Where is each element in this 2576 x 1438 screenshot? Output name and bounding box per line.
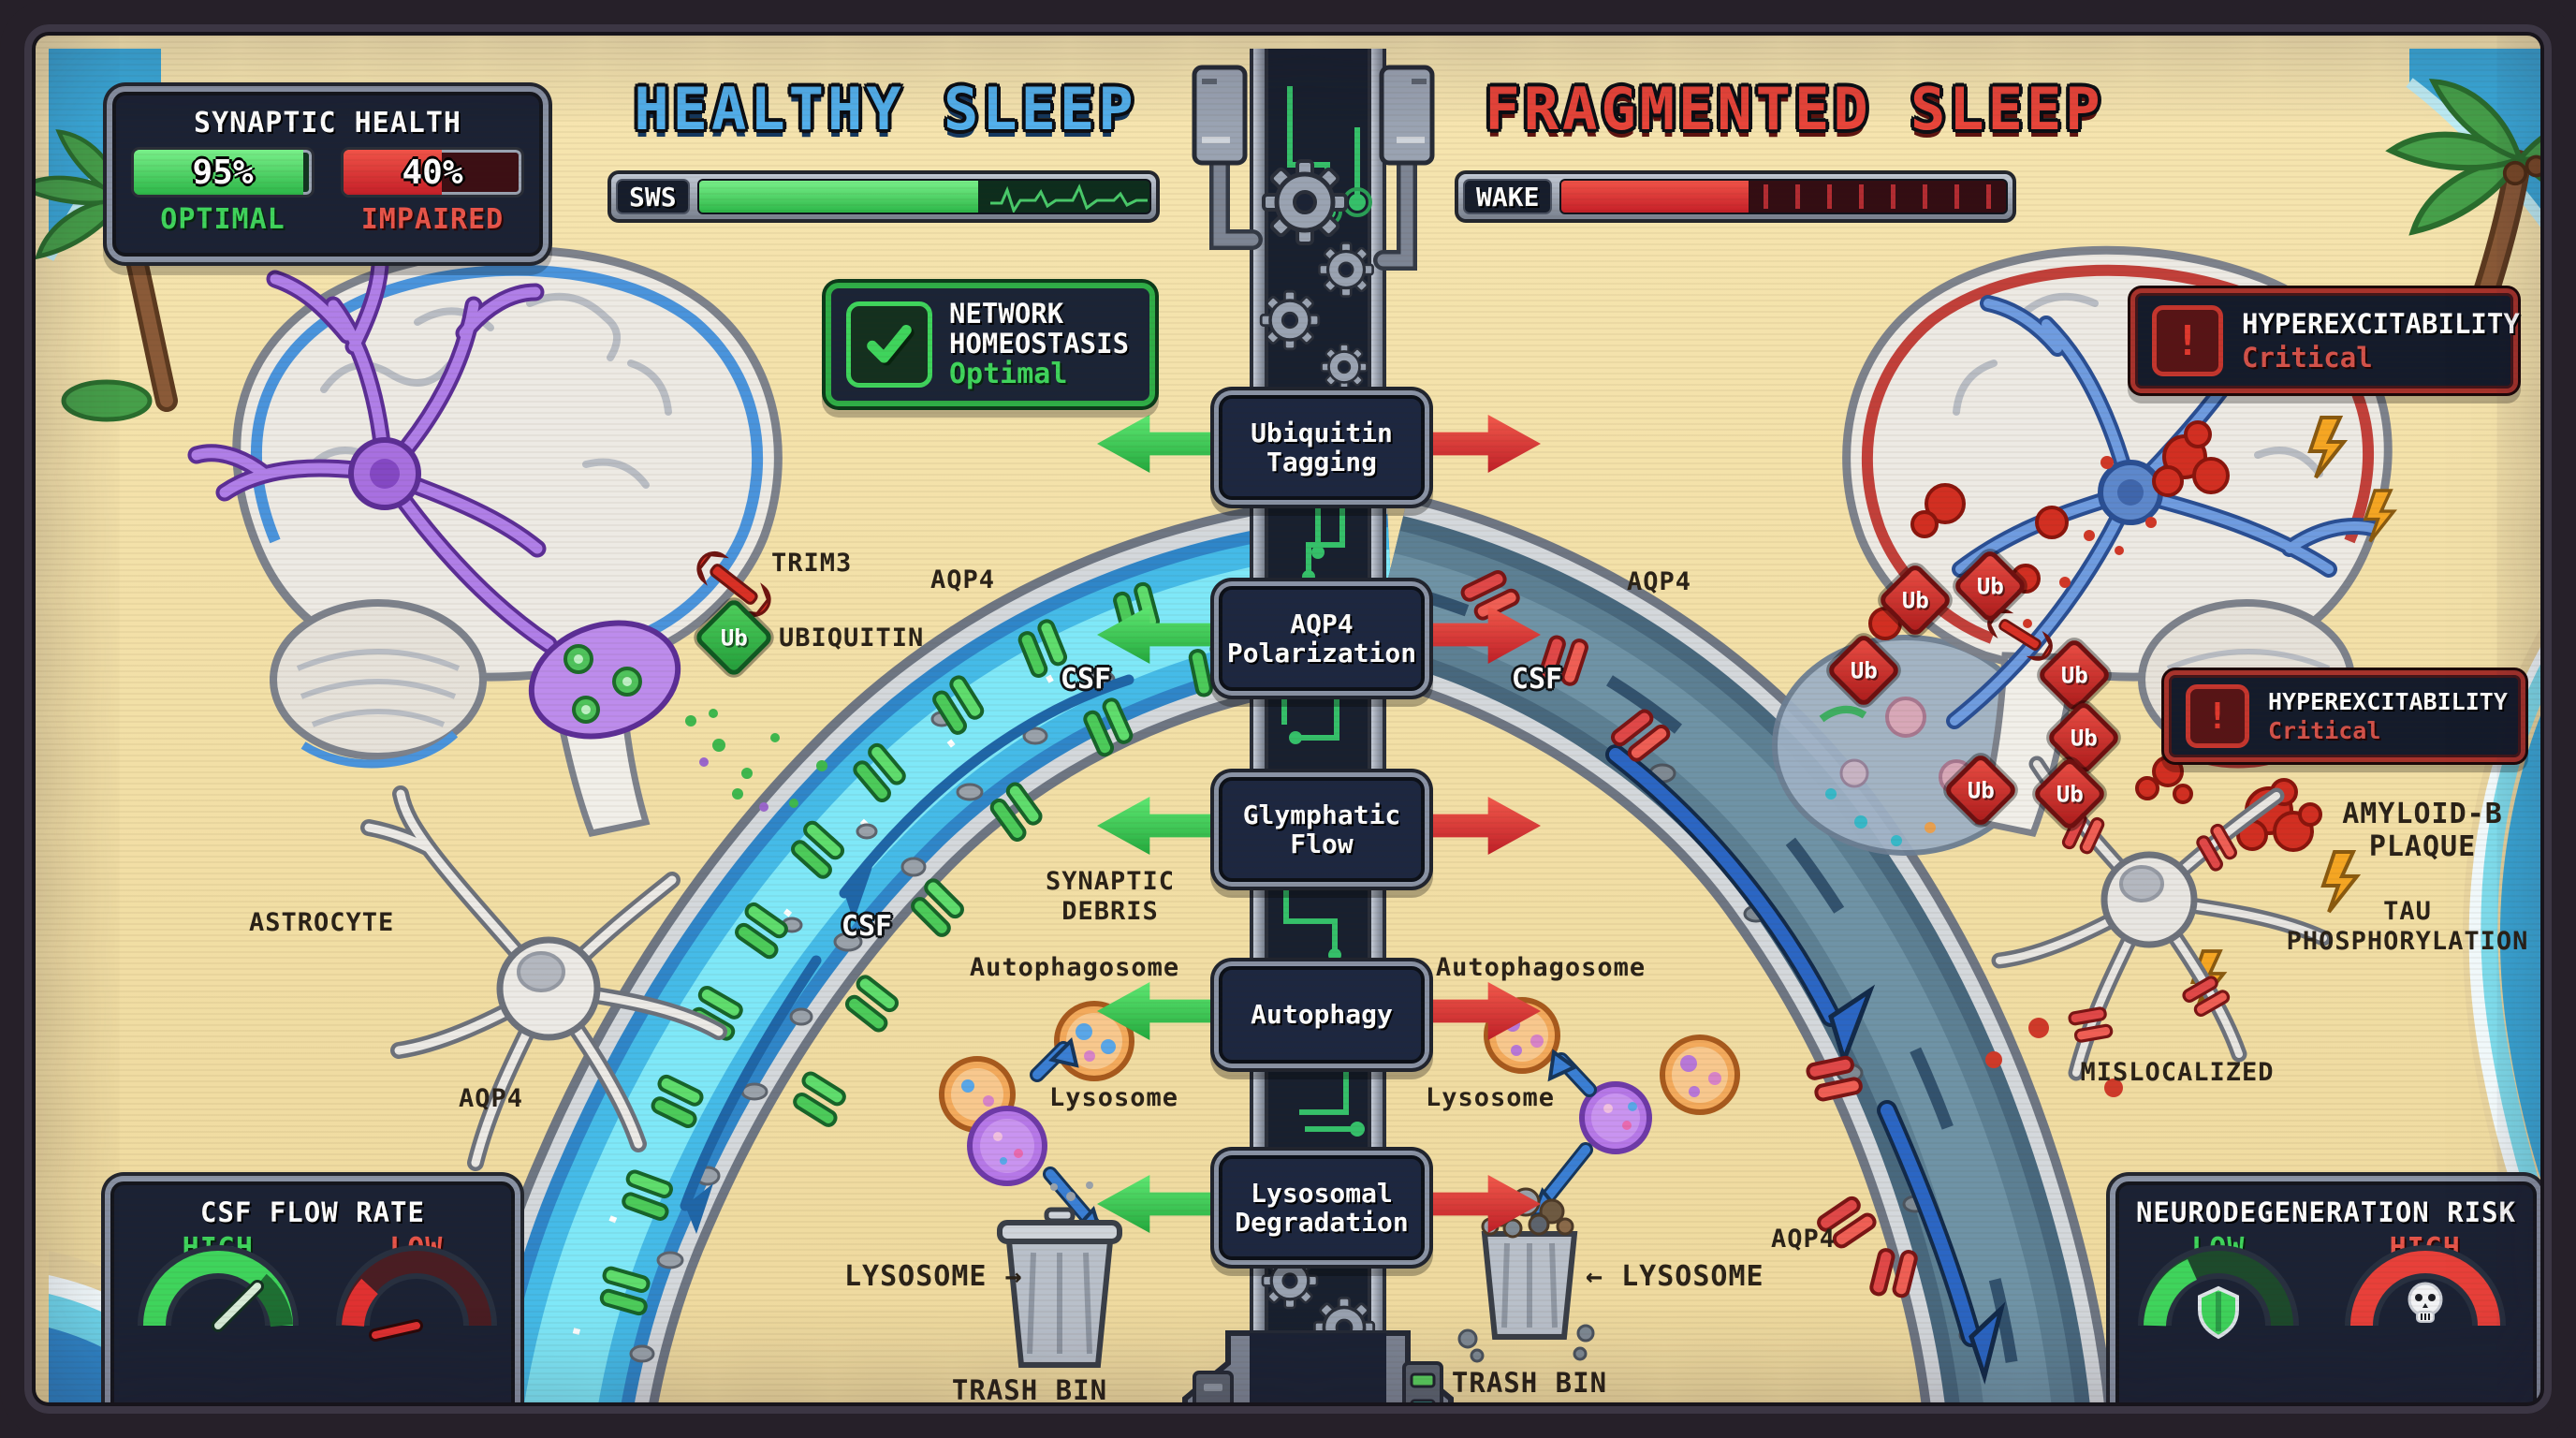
hyperexcitability-alert-2: ! HYPEREXCITABILITY Critical [2164, 670, 2525, 762]
scene-background: HEALTHY SLEEP FRAGMENTED SLEEP SWS WAKE … [24, 24, 2552, 1414]
label-autophagosome-left: Autophagosome [969, 953, 1180, 982]
process-line1: Lysosomal [1251, 1177, 1393, 1209]
label-trim3: TRIM3 [771, 549, 853, 578]
pillar-rail-left [1250, 49, 1268, 1414]
process-line1: Ubiquitin [1251, 417, 1393, 448]
amyloid-clusters [1868, 420, 2322, 852]
process-line2: Flow [1290, 829, 1354, 859]
skull-icon [2408, 1282, 2443, 1323]
gauge-flow-high [137, 1245, 299, 1332]
process-line1: Autophagy [1251, 999, 1393, 1031]
exclamation-icon: ! [2152, 305, 2223, 376]
alert-status: Critical [2242, 342, 2373, 374]
synaptic-health-value-healthy: 95% [192, 153, 254, 192]
check-icon [846, 301, 932, 388]
wake-track [1559, 179, 2008, 214]
fusion-pair-healthy [939, 1056, 1047, 1186]
alert-title: HYPEREXCITABILITY [2268, 687, 2508, 715]
label-ubiquitin: UBIQUITIN [779, 624, 925, 653]
neuron-hyperexcitable [1868, 295, 2396, 1008]
process-line2: Tagging [1266, 447, 1377, 477]
gauge-flow-low [335, 1245, 497, 1342]
label-trash-bin-left: TRASH BIN [951, 1374, 1108, 1406]
process-sign-ubiquitin-tagging: Ubiquitin Tagging [1219, 395, 1425, 500]
label-astrocyte: ASTROCYTE [249, 908, 395, 937]
label-autophagosome-right: Autophagosome [1435, 953, 1647, 982]
process-line1: AQP4 [1290, 608, 1354, 639]
label-trash-bin-right: TRASH BIN [1451, 1367, 1608, 1399]
autophagosome-fragmented [1484, 997, 1740, 1115]
alert-status: Critical [2268, 717, 2381, 744]
alert-title: HYPEREXCITABILITY [2242, 307, 2520, 340]
shield-icon [2197, 1285, 2239, 1340]
synaptic-health-bar-healthy: 95% [131, 147, 315, 198]
astrocyte-fragmented [1985, 756, 2332, 1097]
sws-label: SWS [616, 179, 690, 214]
gauge-risk-low [2137, 1245, 2299, 1340]
sws-progress-bar: SWS [607, 170, 1160, 223]
label-csf-lower-left: CSF [841, 910, 893, 943]
synaptic-health-bar-impaired: 40% [341, 147, 524, 198]
synaptic-health-panel: SYNAPTIC HEALTH 95% 40% OPTIMAL IMPAIRED [112, 92, 543, 257]
synaptic-health-value-impaired: 40% [402, 153, 463, 192]
synaptic-health-title: SYNAPTIC HEALTH [194, 107, 461, 139]
network-line1: NETWORK [949, 297, 1064, 330]
wake-fragmentation-ticks [1748, 184, 2006, 209]
label-aqp4-top-left: AQP4 [930, 565, 996, 594]
trash-bin-healthy [997, 1181, 1122, 1368]
status-optimal: OPTIMAL [160, 203, 285, 236]
process-sign-glymphatic-flow: Glymphatic Flow [1219, 777, 1425, 882]
process-sign-autophagy: Autophagy [1219, 966, 1425, 1064]
hyperexcitability-alert-1: ! HYPEREXCITABILITY Critical [2130, 288, 2520, 393]
process-line1: Glymphatic [1242, 799, 1401, 830]
label-csf-upper-left: CSF [1060, 663, 1112, 696]
brain-healthy [232, 245, 783, 838]
wake-progress-bar: WAKE [1455, 170, 2016, 223]
eeg-waveform-icon [990, 183, 1148, 213]
network-homeostasis-box: NETWORK HOMEOSTASIS Optimal [826, 283, 1155, 406]
process-line2: Polarization [1226, 638, 1417, 668]
label-lysosome-right: Lysosome [1425, 1083, 1556, 1112]
neurodegeneration-risk-title: NEURODEGENERATION RISK [2135, 1196, 2517, 1228]
sws-fill [698, 181, 979, 213]
network-line2: HOMEOSTASIS [949, 327, 1130, 360]
neuron-healthy [187, 242, 827, 812]
csf-river-healthy [553, 582, 1391, 1414]
healthy-sleep-title: HEALTHY SLEEP [634, 75, 1137, 143]
wake-fill [1561, 181, 1749, 213]
label-aqp4-bottom-right: AQP4 [1771, 1225, 1837, 1254]
gauge-risk-high [2344, 1245, 2506, 1327]
process-line2: Degradation [1235, 1207, 1409, 1238]
label-csf-right: CSF [1511, 663, 1563, 696]
network-status: Optimal [949, 358, 1068, 391]
csf-flow-rate-title: CSF FLOW RATE [200, 1196, 425, 1228]
exclamation-icon: ! [2186, 684, 2249, 748]
label-lysosome-left: Lysosome [1048, 1083, 1179, 1112]
astrocyte-healthy [360, 785, 727, 1171]
process-sign-aqp4-polarization: AQP4 Polarization [1219, 586, 1425, 691]
synaptic-vesicles [564, 644, 642, 724]
label-lysosome-pointer-left: LYSOSOME → [844, 1260, 1023, 1293]
pillar-rail-right [1368, 49, 1386, 1414]
label-mislocalized: MISLOCALIZED [2080, 1058, 2275, 1087]
fragmented-sleep-title: FRAGMENTED SLEEP [1485, 75, 2104, 143]
csf-flow-rate-panel: CSF FLOW RATE HIGH LOW [110, 1181, 515, 1414]
label-lysosome-pointer-right: ← LYSOSOME [1586, 1260, 1764, 1293]
wake-label: WAKE [1463, 179, 1553, 214]
label-aqp4-top-right: AQP4 [1627, 567, 1692, 596]
label-aqp4-bottom-left: AQP4 [459, 1084, 524, 1113]
csf-river-fragmented [1386, 568, 2023, 1414]
lysosome-fragmented [1579, 1081, 1652, 1154]
neurodegeneration-risk-panel: NEURODEGENERATION RISK LOW [2115, 1181, 2537, 1414]
process-sign-lysosomal-degradation: Lysosomal Degradation [1219, 1155, 1425, 1260]
sws-track [696, 179, 1151, 214]
status-impaired: IMPAIRED [360, 203, 505, 236]
